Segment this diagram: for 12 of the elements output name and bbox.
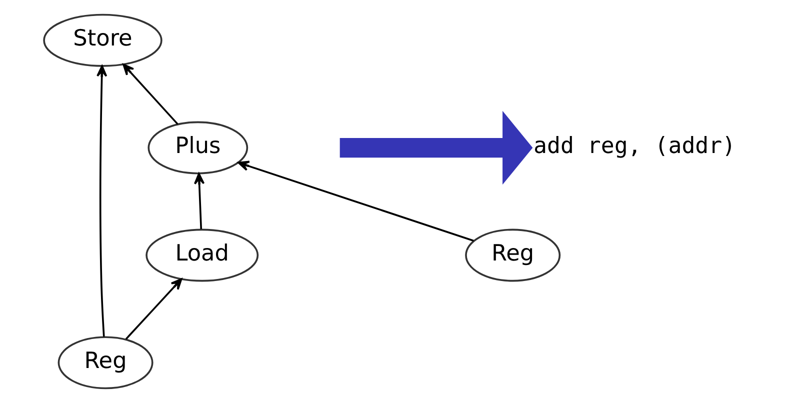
arrow <box>122 63 178 124</box>
node-ellipse: Load <box>145 228 258 282</box>
arrow <box>237 160 474 242</box>
node-ellipse: Reg <box>464 228 560 282</box>
arrow <box>96 64 107 336</box>
node-ellipse: Reg <box>57 336 153 389</box>
node-ellipse: Plus <box>147 120 248 174</box>
arrow <box>339 110 532 184</box>
arrow <box>124 278 182 340</box>
node-ellipse: Store <box>42 13 162 66</box>
node-text: add reg, (addr) <box>533 132 736 159</box>
arrow <box>193 172 204 229</box>
